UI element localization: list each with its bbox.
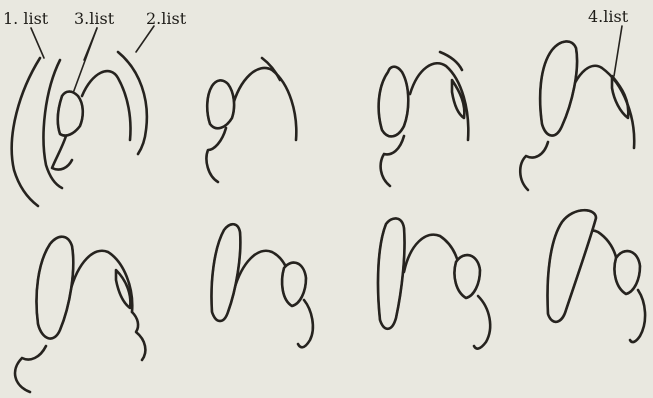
label-list-1: 1. list [3, 9, 49, 28]
stage-5-basal-curl [15, 346, 46, 392]
leader-list-1 [31, 28, 44, 58]
stage-5 [15, 237, 145, 392]
stage-2-apex [232, 68, 296, 140]
stage-6 [212, 224, 313, 347]
leaf-1-outline [12, 58, 40, 206]
apex-dome [82, 71, 131, 140]
stage-3-primordium-right [452, 80, 464, 118]
stage-8-right-lobe [630, 290, 645, 342]
stage-7-right-lobe [474, 296, 490, 349]
leaf-2-outer-arc [118, 52, 147, 154]
stage-3-outer-tip [440, 52, 462, 70]
stage-5-primordium-left [37, 237, 74, 339]
stage-4-primordium-left [540, 41, 577, 135]
stage-3-apex [410, 63, 468, 140]
label-list-3: 3.list [74, 9, 115, 28]
stage-4-primordium-right [612, 76, 628, 118]
stage-5-primordium-right [116, 270, 130, 308]
stage-4 [520, 41, 634, 190]
leader-list-3-b [72, 28, 97, 96]
stage-3 [379, 52, 469, 186]
stage-6-right-lobe [298, 300, 313, 347]
stage-2-basal-curl [206, 128, 226, 182]
leader-lines [31, 26, 622, 96]
leader-list-4 [614, 26, 622, 76]
stage-5-apex [70, 251, 132, 312]
stage-1-basal-curl [52, 136, 72, 170]
stage-8 [548, 210, 646, 342]
stage-8-primordium-left [548, 210, 596, 322]
stage-3-basal-curl [381, 136, 404, 186]
stage-4-basal-curl [520, 142, 548, 190]
label-list-4: 4.list [588, 7, 629, 26]
label-list-2: 2.list [146, 9, 187, 28]
stage-2 [206, 58, 296, 182]
leader-list-2 [136, 26, 154, 52]
stage-7-apex [404, 235, 460, 272]
stage-7 [378, 218, 490, 348]
stage-5-right-lobe [132, 312, 145, 360]
stage-6-primordium-left [212, 224, 241, 321]
